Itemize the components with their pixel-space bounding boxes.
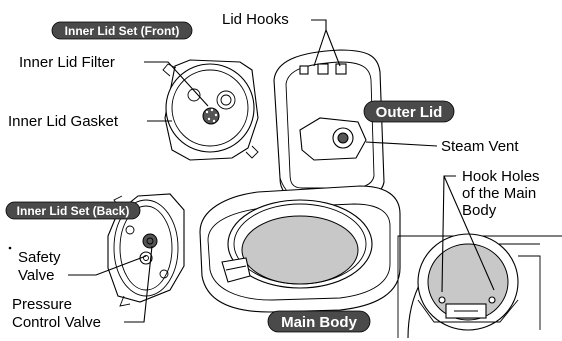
inner-lid-back-badge: Inner Lid Set (Back) [6,202,140,219]
hook-holes-label-line3: Body [462,202,497,219]
inner-lid-set-front-label: Inner Lid Set (Front) [65,24,180,38]
safety-valve-label-line2: Valve [18,267,54,284]
pressure-control-valve-label-line1: Pressure [12,296,72,313]
outer-lid-label: Outer Lid [376,104,443,121]
inner-lid-front-illustration [163,60,258,160]
hook-holes-inset [398,234,562,338]
inner-lid-set-back-label: Inner Lid Set (Back) [17,204,130,218]
steam-vent-label: Steam Vent [441,138,519,155]
main-body-badge: Main Body [268,311,370,332]
pressure-control-valve-label-line2: Control Valve [12,314,101,331]
lid-hooks-label: Lid Hooks [222,11,289,28]
outer-lid-badge: Outer Lid [364,101,454,122]
main-body-label: Main Body [281,314,357,331]
hook-holes-label-line1: Hook Holes [462,168,540,185]
inner-lid-filter-label: Inner Lid Filter [19,54,115,71]
inner-lid-gasket-label: Inner Lid Gasket [8,113,119,130]
inner-lid-front-badge: Inner Lid Set (Front) [52,22,192,39]
safety-valve-label-line1: Safety [18,249,61,266]
hook-holes-label-line2: of the Main [462,185,536,202]
